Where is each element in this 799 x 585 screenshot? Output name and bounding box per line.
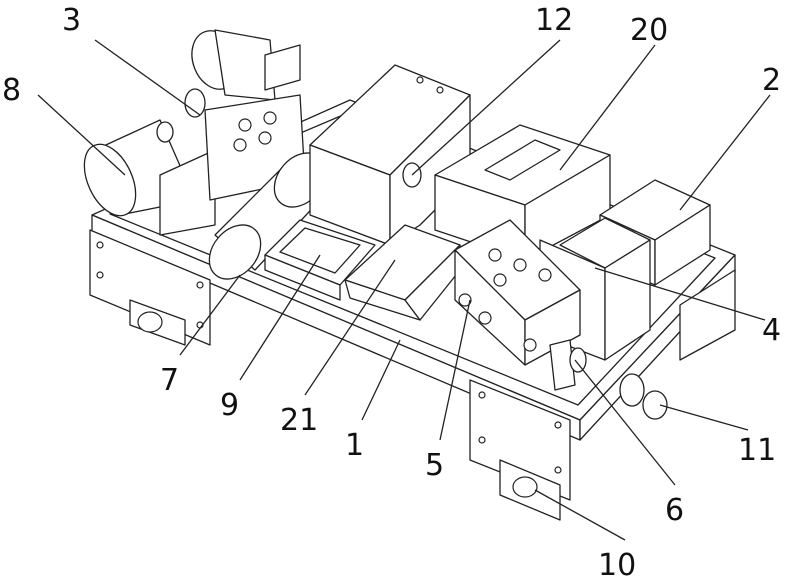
label-2: 2	[762, 63, 781, 98]
label-9: 9	[220, 388, 239, 423]
label-5: 5	[425, 448, 444, 483]
label-7: 7	[160, 363, 179, 398]
label-6: 6	[665, 493, 684, 528]
label-1: 1	[345, 428, 364, 463]
label-11: 11	[738, 433, 776, 468]
knob-6	[549, 339, 587, 391]
label-10: 10	[598, 548, 636, 583]
label-4: 4	[762, 313, 781, 348]
box-12	[309, 64, 471, 246]
label-8: 8	[2, 73, 21, 108]
tray-9	[264, 219, 376, 301]
cylinder-8	[83, 119, 216, 236]
box-21	[344, 224, 461, 321]
label-12: 12	[535, 3, 573, 38]
label-20: 20	[630, 13, 668, 48]
label-21: 21	[280, 403, 318, 438]
knob-11	[619, 373, 668, 420]
support-blocks	[89, 229, 736, 521]
leader-lines	[37, 39, 771, 541]
valve-block-5	[454, 219, 581, 366]
label-3: 3	[62, 3, 81, 38]
